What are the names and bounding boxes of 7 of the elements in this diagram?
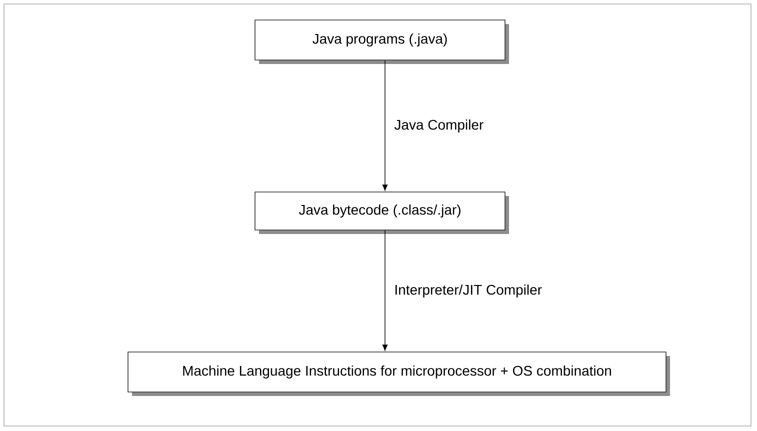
edge-label: Interpreter/JIT Compiler bbox=[393, 283, 544, 299]
process-box: Java programs (.java) bbox=[254, 20, 509, 64]
process-box: Java bytecode (.class/.jar) bbox=[254, 192, 509, 234]
process-box: Machine Language Instructions for microprocessor + OS combination bbox=[128, 352, 670, 396]
arrow bbox=[382, 230, 388, 351]
arrow bbox=[382, 60, 388, 191]
edge-label: Java Compiler bbox=[393, 118, 485, 134]
